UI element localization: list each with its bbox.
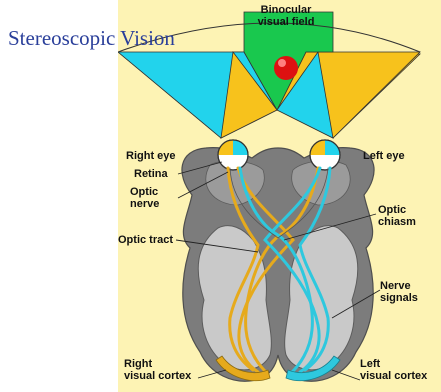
viewed-object-highlight [278,59,286,67]
nerve-signals-label: Nerve signals [380,280,418,304]
binocular-field-label: Binocular visual field [234,4,338,28]
retina-label: Retina [134,168,168,180]
slide-title: Stereoscopic Vision [8,26,175,51]
right-eye [218,140,248,170]
right-eye-label: Right eye [126,150,176,162]
optic-tract-label: Optic tract [118,234,173,246]
diagram-canvas [118,0,441,392]
left-eye-label: Left eye [363,150,405,162]
left-eye [310,140,340,170]
stereoscopic-vision-diagram: Binocular visual field Right eye Retina … [118,0,441,392]
viewed-object [274,56,298,80]
left-visual-cortex-label: Left visual cortex [360,358,427,382]
optic-nerve-label: Optic nerve [130,186,159,210]
optic-chiasm-label: Optic chiasm [378,204,416,228]
right-visual-cortex-label: Right visual cortex [124,358,191,382]
